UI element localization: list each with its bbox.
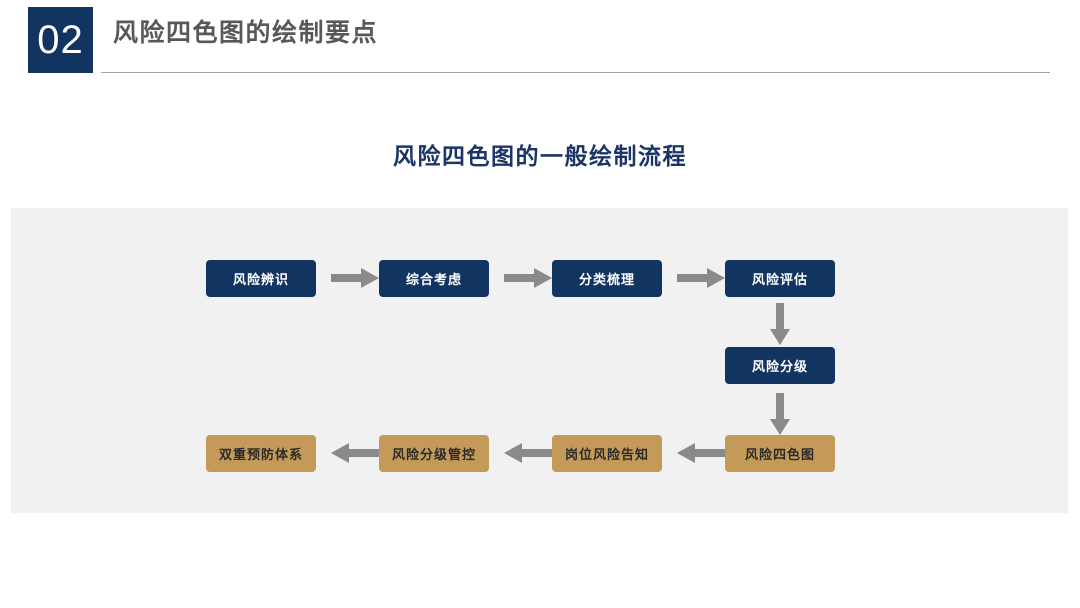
flow-node-risk-assessment[interactable]: 风险评估: [725, 260, 835, 297]
section-number-badge: 02: [28, 7, 93, 73]
flow-node-post-risk-notification[interactable]: 岗位风险告知: [552, 435, 662, 472]
arrow-left-icon: [677, 443, 725, 463]
arrow-right-icon: [677, 268, 725, 288]
arrow-right-icon: [331, 268, 379, 288]
header-divider: [101, 72, 1050, 73]
arrow-left-icon: [331, 443, 379, 463]
flow-node-risk-identification[interactable]: 风险辨识: [206, 260, 316, 297]
flow-node-risk-four-color-map[interactable]: 风险四色图: [725, 435, 835, 472]
arrow-right-icon: [504, 268, 552, 288]
flow-node-graded-risk-control[interactable]: 风险分级管控: [379, 435, 489, 472]
arrow-down-icon: [770, 393, 790, 435]
flow-node-comprehensive-consideration[interactable]: 综合考虑: [379, 260, 489, 297]
flow-node-classification-sorting[interactable]: 分类梳理: [552, 260, 662, 297]
page-title: 风险四色图的绘制要点: [113, 19, 379, 47]
flow-node-risk-grading[interactable]: 风险分级: [725, 347, 835, 384]
arrow-down-icon: [770, 303, 790, 345]
chart-title: 风险四色图的一般绘制流程: [393, 143, 687, 169]
flow-diagram-panel: [11, 208, 1068, 513]
slide-header: 02 风险四色图的绘制要点: [0, 0, 1080, 90]
flow-node-dual-prevention-system[interactable]: 双重预防体系: [206, 435, 316, 472]
arrow-left-icon: [504, 443, 552, 463]
section-number: 02: [37, 18, 84, 62]
